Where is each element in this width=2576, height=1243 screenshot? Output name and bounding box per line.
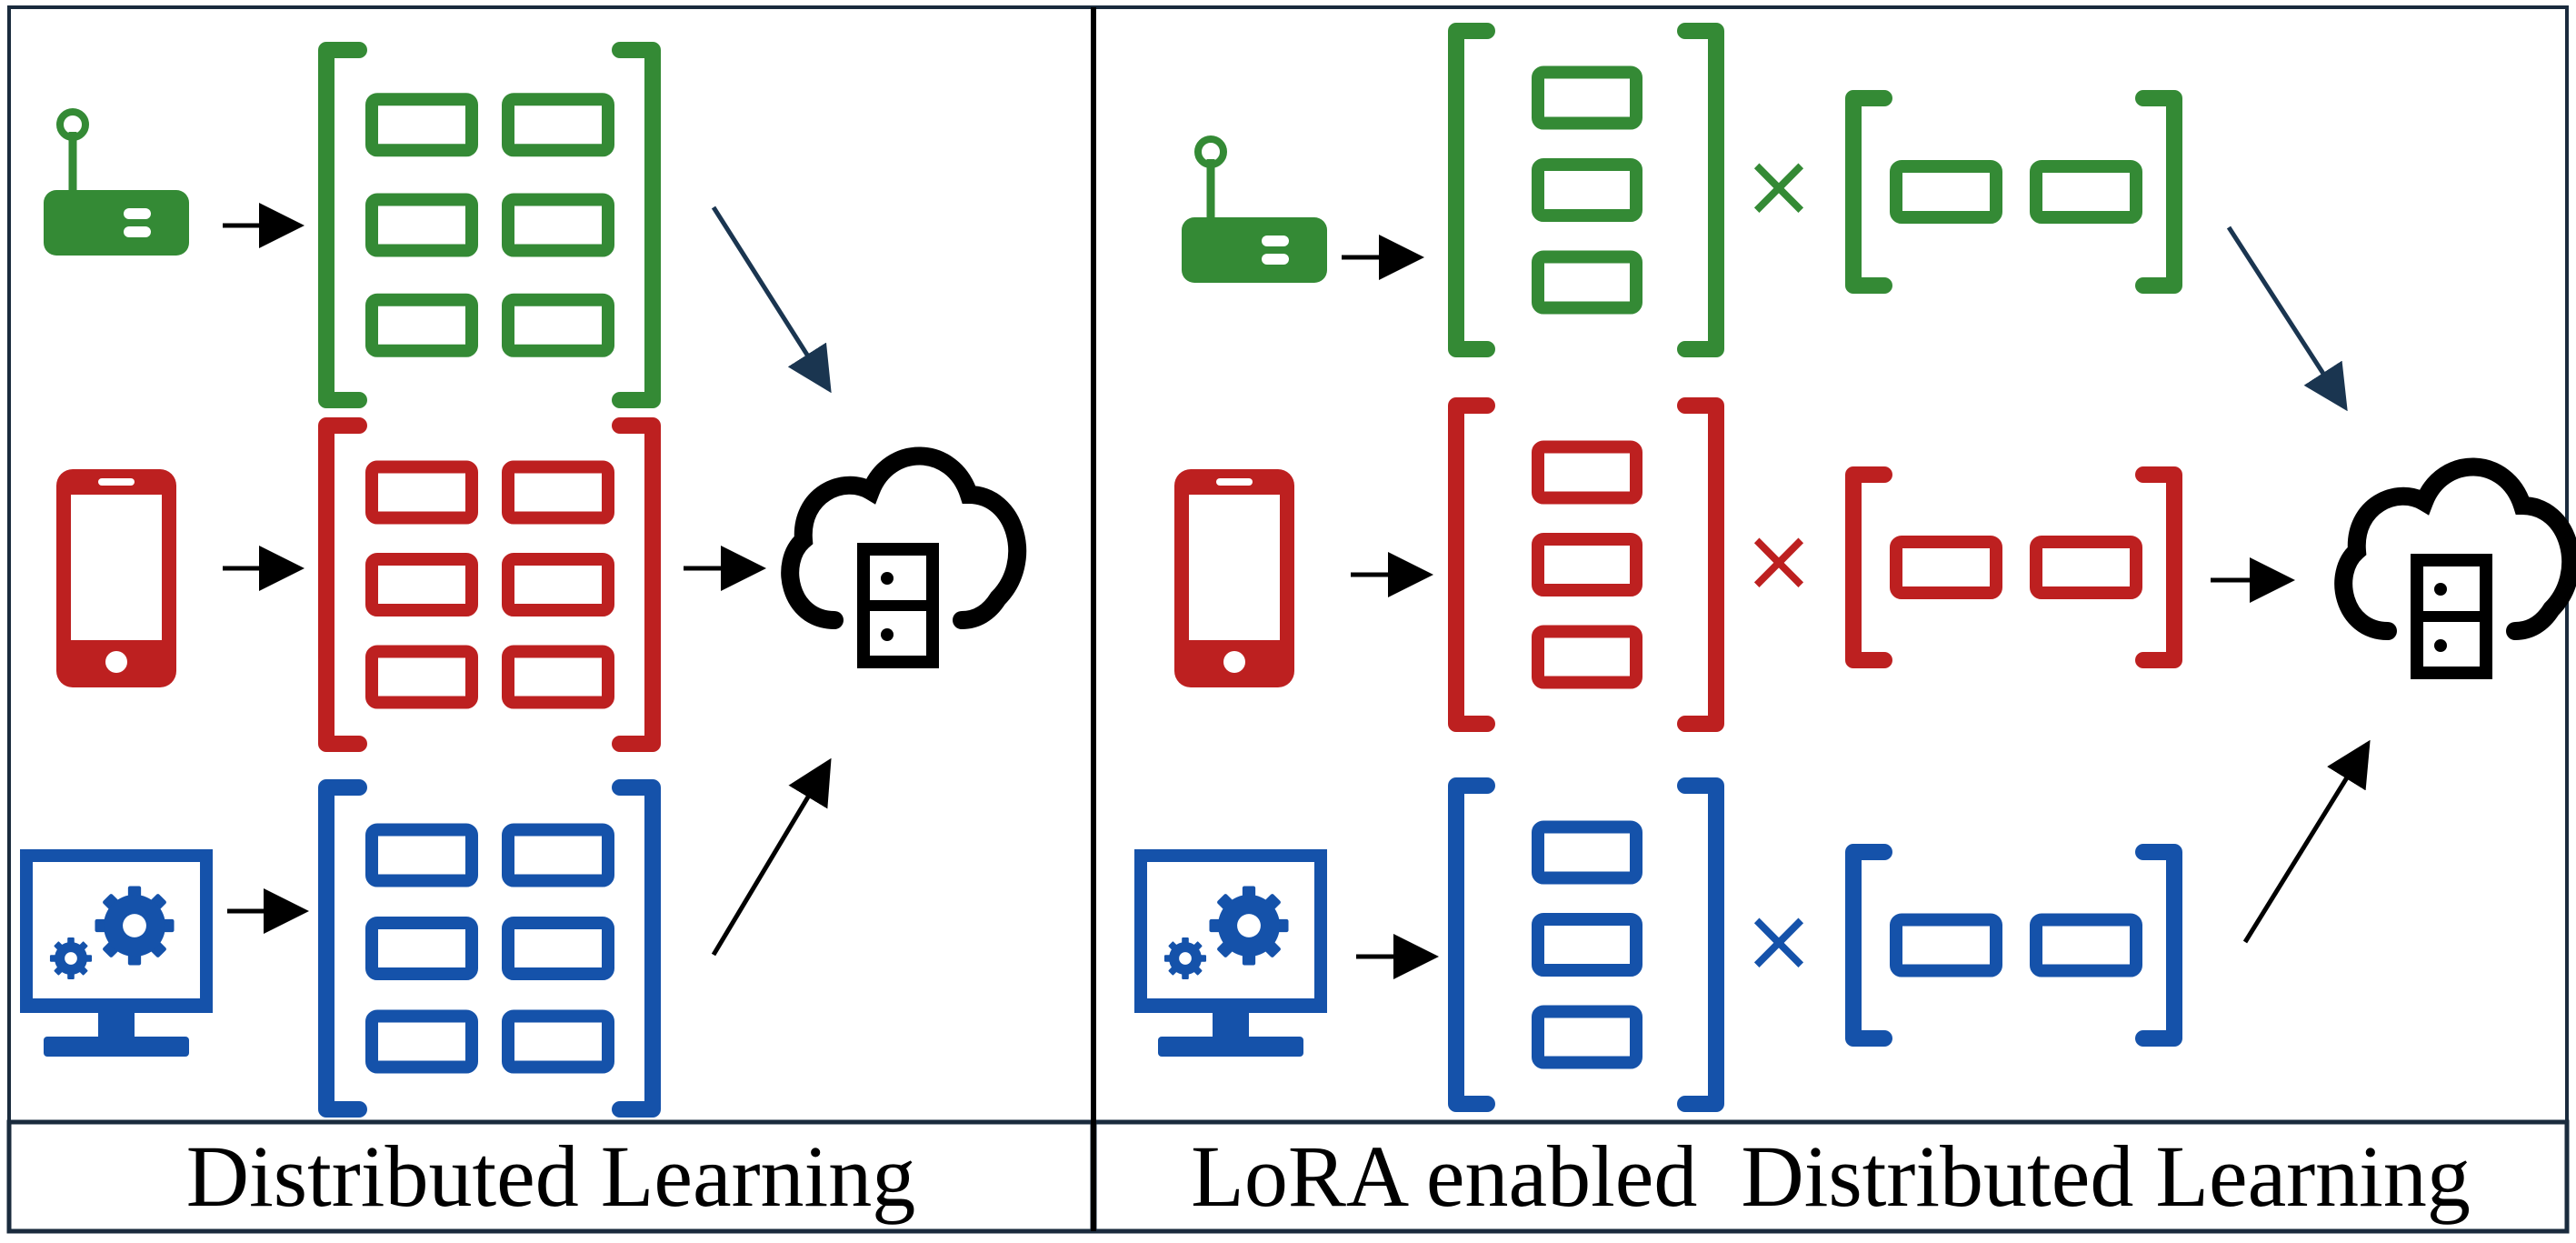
- multiply-sign: ×: [1742, 889, 1815, 991]
- bracket-left: [318, 417, 367, 752]
- router-icon: [1182, 135, 1327, 283]
- bracket-right: [1677, 397, 1724, 732]
- matrix-cell: [502, 293, 614, 357]
- arrow: [711, 757, 832, 957]
- matrix-cell: [502, 460, 614, 525]
- bracket-left: [1845, 844, 1892, 1047]
- caption-distributed-learning: Distributed Learning: [185, 1127, 916, 1225]
- lora-matrix-b: [1845, 844, 2182, 1047]
- matrix-cell: [1532, 65, 1642, 130]
- matrix-cell: [1532, 913, 1642, 977]
- caption-lora-distributed-learning: LoRA enabled Distributed Learning: [1191, 1127, 2471, 1225]
- bracket-left: [318, 779, 367, 1118]
- matrix-cell: [502, 1009, 614, 1074]
- matrix-cell: [2030, 913, 2142, 977]
- smartphone-icon: [1174, 469, 1294, 687]
- matrix-cell: [502, 645, 614, 709]
- bracket-right: [1677, 23, 1724, 357]
- cloud-server-icon: [781, 446, 1027, 668]
- matrix-cell: [2030, 160, 2142, 224]
- bracket-right: [612, 417, 661, 752]
- lora-matrix-a: [1448, 777, 1724, 1112]
- computer-settings-icon: [1134, 849, 1327, 1057]
- matrix-cell: [365, 93, 478, 157]
- matrix-cell: [1532, 625, 1642, 689]
- matrix-cell: [365, 193, 478, 257]
- matrix-cell: [502, 917, 614, 980]
- bracket-right: [1677, 777, 1724, 1112]
- bracket-left: [1845, 90, 1892, 294]
- arrow: [2226, 226, 2348, 412]
- matrix-cell: [1532, 250, 1642, 315]
- bracket-right: [612, 779, 661, 1118]
- matrix-cell: [365, 1009, 478, 1074]
- matrix-cell: [2030, 536, 2142, 599]
- smartphone-icon: [56, 469, 176, 687]
- matrix-cell: [502, 553, 614, 616]
- matrix-cell: [502, 823, 614, 887]
- bracket-left: [1448, 23, 1495, 357]
- bracket-right: [2135, 90, 2182, 294]
- bracket-right: [612, 42, 661, 408]
- matrix-cell: [365, 460, 478, 525]
- matrix-cell: [1532, 820, 1642, 885]
- cloud-server-icon: [2334, 457, 2576, 679]
- lora-matrix-a: [1448, 397, 1724, 732]
- lora-matrix-b: [1845, 90, 2182, 294]
- matrix-cell: [365, 553, 478, 616]
- matrix-cell: [1532, 1005, 1642, 1069]
- full-weight-matrix: [318, 42, 661, 408]
- multiply-sign: ×: [1742, 509, 1815, 611]
- matrix-cell: [365, 645, 478, 709]
- matrix-cell: [1532, 533, 1642, 596]
- bracket-left: [1448, 397, 1495, 732]
- matrix-cell: [365, 917, 478, 980]
- bracket-right: [2135, 844, 2182, 1047]
- full-weight-matrix: [318, 779, 661, 1118]
- lora-matrix-b: [1845, 466, 2182, 668]
- router-icon: [44, 108, 189, 256]
- bracket-right: [2135, 466, 2182, 668]
- matrix-cell: [502, 93, 614, 157]
- matrix-cell: [1890, 160, 2002, 224]
- computer-settings-icon: [20, 849, 213, 1057]
- matrix-cell: [502, 193, 614, 257]
- multiply-sign: ×: [1742, 135, 1815, 236]
- lora-matrix-a: [1448, 23, 1724, 357]
- matrix-cell: [1532, 158, 1642, 222]
- matrix-cell: [1890, 913, 2002, 977]
- arrow: [711, 205, 832, 394]
- bracket-left: [318, 42, 367, 408]
- matrix-cell: [365, 293, 478, 357]
- matrix-cell: [1890, 536, 2002, 599]
- matrix-cell: [365, 823, 478, 887]
- arrow: [2242, 739, 2371, 944]
- full-weight-matrix: [318, 417, 661, 752]
- matrix-cell: [1532, 440, 1642, 505]
- bracket-left: [1845, 466, 1892, 668]
- bracket-left: [1448, 777, 1495, 1112]
